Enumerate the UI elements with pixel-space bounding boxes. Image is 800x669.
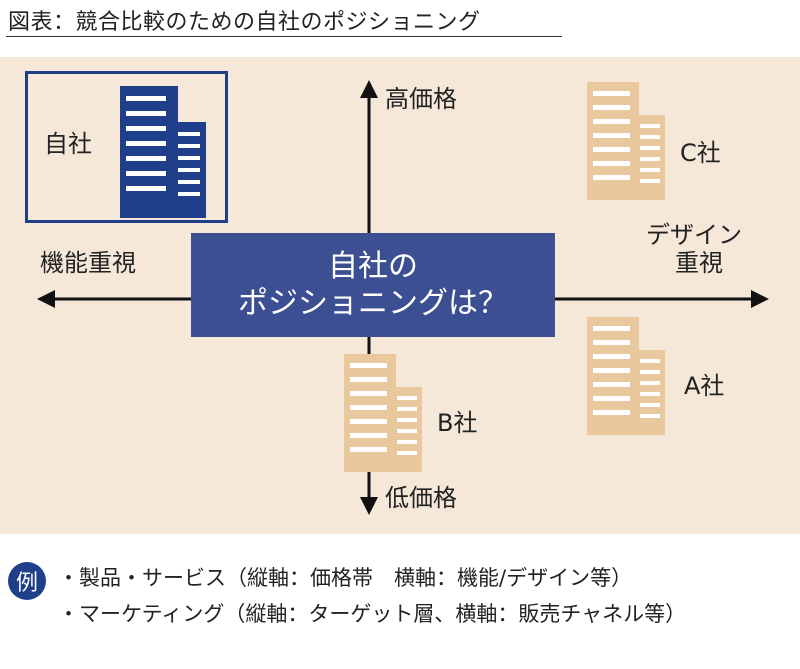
- company-b-building-icon: [344, 354, 422, 472]
- example-line-product: ・製品・サービス（縦軸：価格帯 横軸：機能/デザイン等）: [58, 566, 633, 590]
- axis-label-high-price: 高価格: [385, 85, 457, 113]
- company-a-building-icon: [587, 317, 665, 435]
- positioning-question-box: 自社の ポジショニングは？: [191, 233, 555, 337]
- axis-label-design-focus: デザイン 重視: [646, 221, 742, 277]
- arrow-right-icon: [751, 290, 769, 308]
- axis-label-design-line2: 重視: [675, 248, 723, 277]
- figure-title: 図表：競合比較のための自社のポジショニング: [8, 10, 481, 35]
- company-c-building-icon: [587, 82, 665, 200]
- company-b-label: B社: [437, 409, 478, 437]
- arrow-up-icon: [360, 80, 378, 98]
- self-building-icon: [120, 86, 206, 218]
- arrow-down-icon: [360, 497, 378, 515]
- self-company-frame: [25, 71, 228, 223]
- axis-label-design-line1: デザイン: [646, 221, 742, 249]
- self-company-label: 自社: [44, 130, 92, 158]
- example-badge: 例: [8, 562, 46, 600]
- title-underline: [6, 36, 562, 37]
- axis-label-low-price: 低価格: [385, 484, 457, 512]
- company-c-label: C社: [680, 139, 721, 167]
- axis-label-function-focus: 機能重視: [40, 249, 136, 277]
- example-line-marketing: ・マーケティング（縦軸：ターゲット層、横軸：販売チャネル等）: [58, 602, 687, 626]
- company-a-label: A社: [684, 372, 725, 400]
- arrow-left-icon: [37, 290, 55, 308]
- question-line1: 自社の: [328, 248, 418, 284]
- question-line2: ポジショニングは？: [238, 286, 508, 321]
